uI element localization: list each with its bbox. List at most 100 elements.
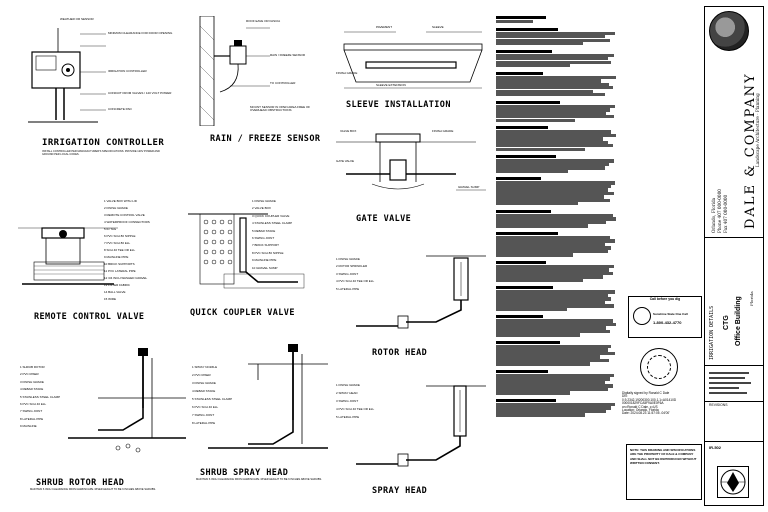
spray-callout-list: 1 FINISH GRADE 2 SPRAY HEAD 3 SWING JOIN…: [336, 383, 374, 419]
shrub-spray-callout: 1 SPRAY NOZZLE: [192, 365, 218, 369]
firm-address-2: Phone 407 000-0000: [717, 189, 722, 233]
callout-pavement: PAVEMENT: [376, 25, 393, 29]
shrub-rotor-drawing: [68, 348, 186, 453]
professional-seal-icon: [640, 348, 678, 386]
rcv-callout: 1 VALVE BOX WITH LID: [104, 199, 137, 203]
title-rotor-head: ROTOR HEAD: [372, 348, 428, 358]
call-before-you-dig-badge: Call before you dig Sunshine State One C…: [628, 296, 702, 338]
qcv-drawing: [188, 213, 305, 289]
shrub-rotor-callout: 1 SHRUB ROTOR: [20, 365, 45, 369]
revisions-section: REVISIONS: [705, 401, 763, 442]
qcv-callout: 6 SWING JOINT: [252, 236, 275, 241]
signature-line: Location: Orlando, Florida: [622, 408, 659, 413]
title-gate-valve: GATE VALVE: [356, 214, 412, 224]
copyright-note-box: NOTE: THIS DRAWING AND SPECIFICATIONS AR…: [626, 444, 702, 500]
callout-conduit: CONDUIT FROM VALVES / 120 VOLT POWER: [108, 91, 172, 95]
callout-mount-sensor: MOUNT SENSOR IN OPEN AREA FREE OF OVERHE…: [250, 105, 311, 113]
qcv-callout: 7 BRICK SUPPORT: [252, 243, 279, 248]
copyright-note: NOTE: THIS DRAWING AND SPECIFICATIONS AR…: [630, 448, 697, 466]
callout-gate-valve: GATE VALVE: [336, 159, 355, 163]
shrub-spray-drawing: [208, 344, 328, 449]
digital-signature-block: Digitally signed by Ronald C Dale DN: 0.…: [622, 391, 702, 416]
rcv-callout: 6 PVC SCH 80 NIPPLE: [104, 234, 136, 238]
callout-concrete-pad: CONCRETE PAD: [108, 107, 132, 111]
signature-line: cn=Ronald C Dale, c=US: [622, 404, 658, 409]
shrub-spray-callout: 3 FINISH GRADE: [192, 381, 216, 385]
spray-callout: 3 SWING JOINT: [336, 399, 359, 403]
sheet-section: IR-502: [705, 441, 763, 506]
rcv-callout: 13 FILTER FABRIC: [104, 283, 130, 287]
shrub-spray-callout-list: 1 SPRAY NOZZLE 2 PVC RISER 3 FINISH GRAD…: [192, 365, 232, 425]
callout-to-controller: TO CONTROLLER: [270, 81, 296, 85]
detail-gate-valve: VALVE BOX FINISH GRADE GATE VALVE GRAVEL…: [336, 129, 486, 230]
rcv-callout: 5 ID TAG: [104, 227, 117, 231]
rcv-callout: 11 PVC LATERAL PIPE: [104, 269, 136, 273]
note-shrub-rotor-head: MAINTAIN 6 INCH CLEARANCE FROM HARDSCAPE…: [30, 488, 156, 491]
detail-quick-coupler-valve: 1 FINISH GRADE 2 VALVE BOX 3 QUICK COUPL…: [188, 199, 328, 330]
rotor-callout: 2 ROTOR SPRINKLER: [336, 264, 368, 269]
detail-remote-control-valve: 1 VALVE BOX WITH LID 2 FINISH GRADE 3 RE…: [18, 199, 186, 330]
shrub-rotor-callout: 4 REBAR STAKE: [20, 387, 44, 392]
detail-irrigation-controller: WEATHER OR SENSOR MINIMUM CLEARANCE FOR …: [28, 10, 178, 180]
signature-line: DN:: [622, 394, 628, 399]
callout-roof-eave: ROOF EAVE OR FASCIA: [246, 19, 281, 23]
callout-controller: IRRIGATION CONTROLLER: [108, 69, 147, 73]
sleeve-drawing: [343, 31, 483, 89]
rcv-callout: 4 WATERPROOF CONNECTORS: [104, 220, 150, 224]
data-section: [705, 365, 763, 402]
shrub-rotor-callout: 3 FINISH GRADE: [20, 379, 44, 384]
detail-spray-head: 1 FINISH GRADE 2 SPRAY HEAD 3 SWING JOIN…: [336, 372, 486, 502]
qcv-callout: 8 PVC SCH 80 NIPPLE: [252, 250, 284, 255]
firm-address-1: Orlando, Florida: [711, 197, 716, 233]
rcv-callout: 14 BALL VALVE: [104, 290, 126, 294]
title-shrub-rotor-head: SHRUB ROTOR HEAD: [36, 478, 125, 488]
shrub-spray-callout: 2 PVC RISER: [192, 373, 211, 377]
spray-callout: 1 FINISH GRADE: [336, 383, 360, 387]
signature-line: Digitally signed by Ronald C Dale: [622, 391, 670, 395]
rcv-callout: 2 FINISH GRADE: [104, 206, 128, 210]
shrub-rotor-callout: 5 STAINLESS STEEL CLAMP: [20, 394, 61, 399]
rcv-callout-list: 1 VALVE BOX WITH LID 2 FINISH GRADE 3 RE…: [104, 199, 150, 301]
rotor-callout: 1 FINISH GRADE: [336, 257, 360, 261]
shrub-rotor-callout: 7 SWING JOINT: [20, 409, 43, 414]
rotor-callout: 3 SWING JOINT: [336, 271, 359, 276]
shrub-rotor-callout: 2 PVC RISER: [20, 372, 39, 377]
rcv-callout: 7 PVC SCH 80 ELL: [104, 241, 131, 245]
callout-sleeve: SLEEVE: [432, 25, 444, 29]
rcv-callout: 15 WIRE: [104, 297, 117, 301]
signature-line: 0.9.2342.19200300.100.1.1=A01410D: [622, 397, 677, 402]
project-client: CTG: [723, 315, 730, 330]
firm-address-3: Fax 407 000-0000: [723, 194, 728, 233]
detail-sleeve-installation: PAVEMENT SLEEVE SLEEVE EXTENSION FINISH …: [336, 22, 486, 118]
call-name: Sunshine State One Call: [653, 312, 688, 316]
shrub-rotor-callout: 6 PVC SCH 40 ELL: [20, 402, 47, 407]
rotor-callout: 4 PVC SCH 40 TEE OR ELL: [336, 279, 375, 284]
shrub-spray-callout: 8 LATERAL PIPE: [192, 421, 216, 425]
rcv-callout: 12 3/4 INCH WASHED GRAVEL: [104, 276, 148, 280]
rcv-callout: 10 BRICK SUPPORTS: [104, 262, 135, 266]
callout-door-clearance: MINIMUM CLEARANCE FOR DOOR OPENING: [108, 31, 173, 35]
sheet-number: IR-502: [709, 445, 722, 450]
rain-sensor-drawing: [199, 16, 270, 126]
qcv-callout: 5 REBAR STAKE: [252, 228, 276, 233]
title-quick-coupler-valve: QUICK COUPLER VALVE: [190, 308, 295, 318]
specifications-column: [496, 16, 620, 502]
shrub-rotor-callout-list: 1 SHRUB ROTOR 2 PVC RISER 3 FINISH GRADE…: [20, 365, 61, 429]
detail-rotor-head: 1 FINISH GRADE 2 ROTOR SPRINKLER 3 SWING…: [336, 244, 486, 364]
firm-tagline: Landscape Architecture · Planning: [755, 93, 760, 167]
qcv-callout: 3 QUICK COUPLER VALVE: [252, 213, 290, 218]
callout-finish-grade: FINISH GRADE: [432, 129, 454, 133]
title-sleeve-installation: SLEEVE INSTALLATION: [346, 100, 451, 110]
call-heading: Call before you dig: [649, 297, 681, 301]
circle-logo-icon: [633, 307, 651, 325]
callout-gravel-sump: GRAVEL SUMP: [458, 185, 480, 189]
signature-line: 000001829FCA5F9A0E0F6A: [622, 401, 664, 406]
title-irrigation-controller: IRRIGATION CONTROLLER: [42, 138, 165, 148]
call-number: 1-800-432-4770: [653, 320, 682, 325]
rotor-callout: 5 LATERAL PIPE: [336, 286, 360, 291]
gate-valve-drawing: [336, 133, 486, 191]
shrub-rotor-callout: 9 MAINLINE: [20, 424, 37, 429]
spray-head-drawing: [356, 385, 486, 467]
title-remote-control-valve: REMOTE CONTROL VALVE: [34, 312, 145, 322]
